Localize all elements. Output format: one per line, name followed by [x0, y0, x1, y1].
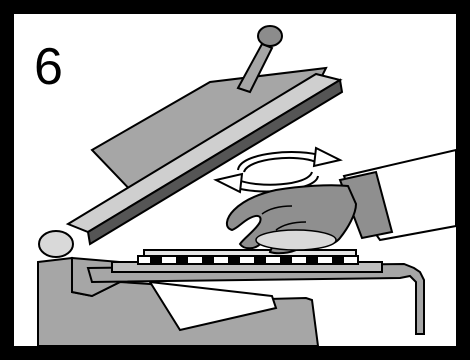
- platen-pad: [138, 256, 358, 264]
- handle-knob: [258, 26, 282, 46]
- hand-object: [256, 230, 336, 250]
- step-number: 6: [34, 38, 63, 96]
- transfer-sheet: [144, 250, 356, 256]
- pivot-knob: [39, 231, 73, 257]
